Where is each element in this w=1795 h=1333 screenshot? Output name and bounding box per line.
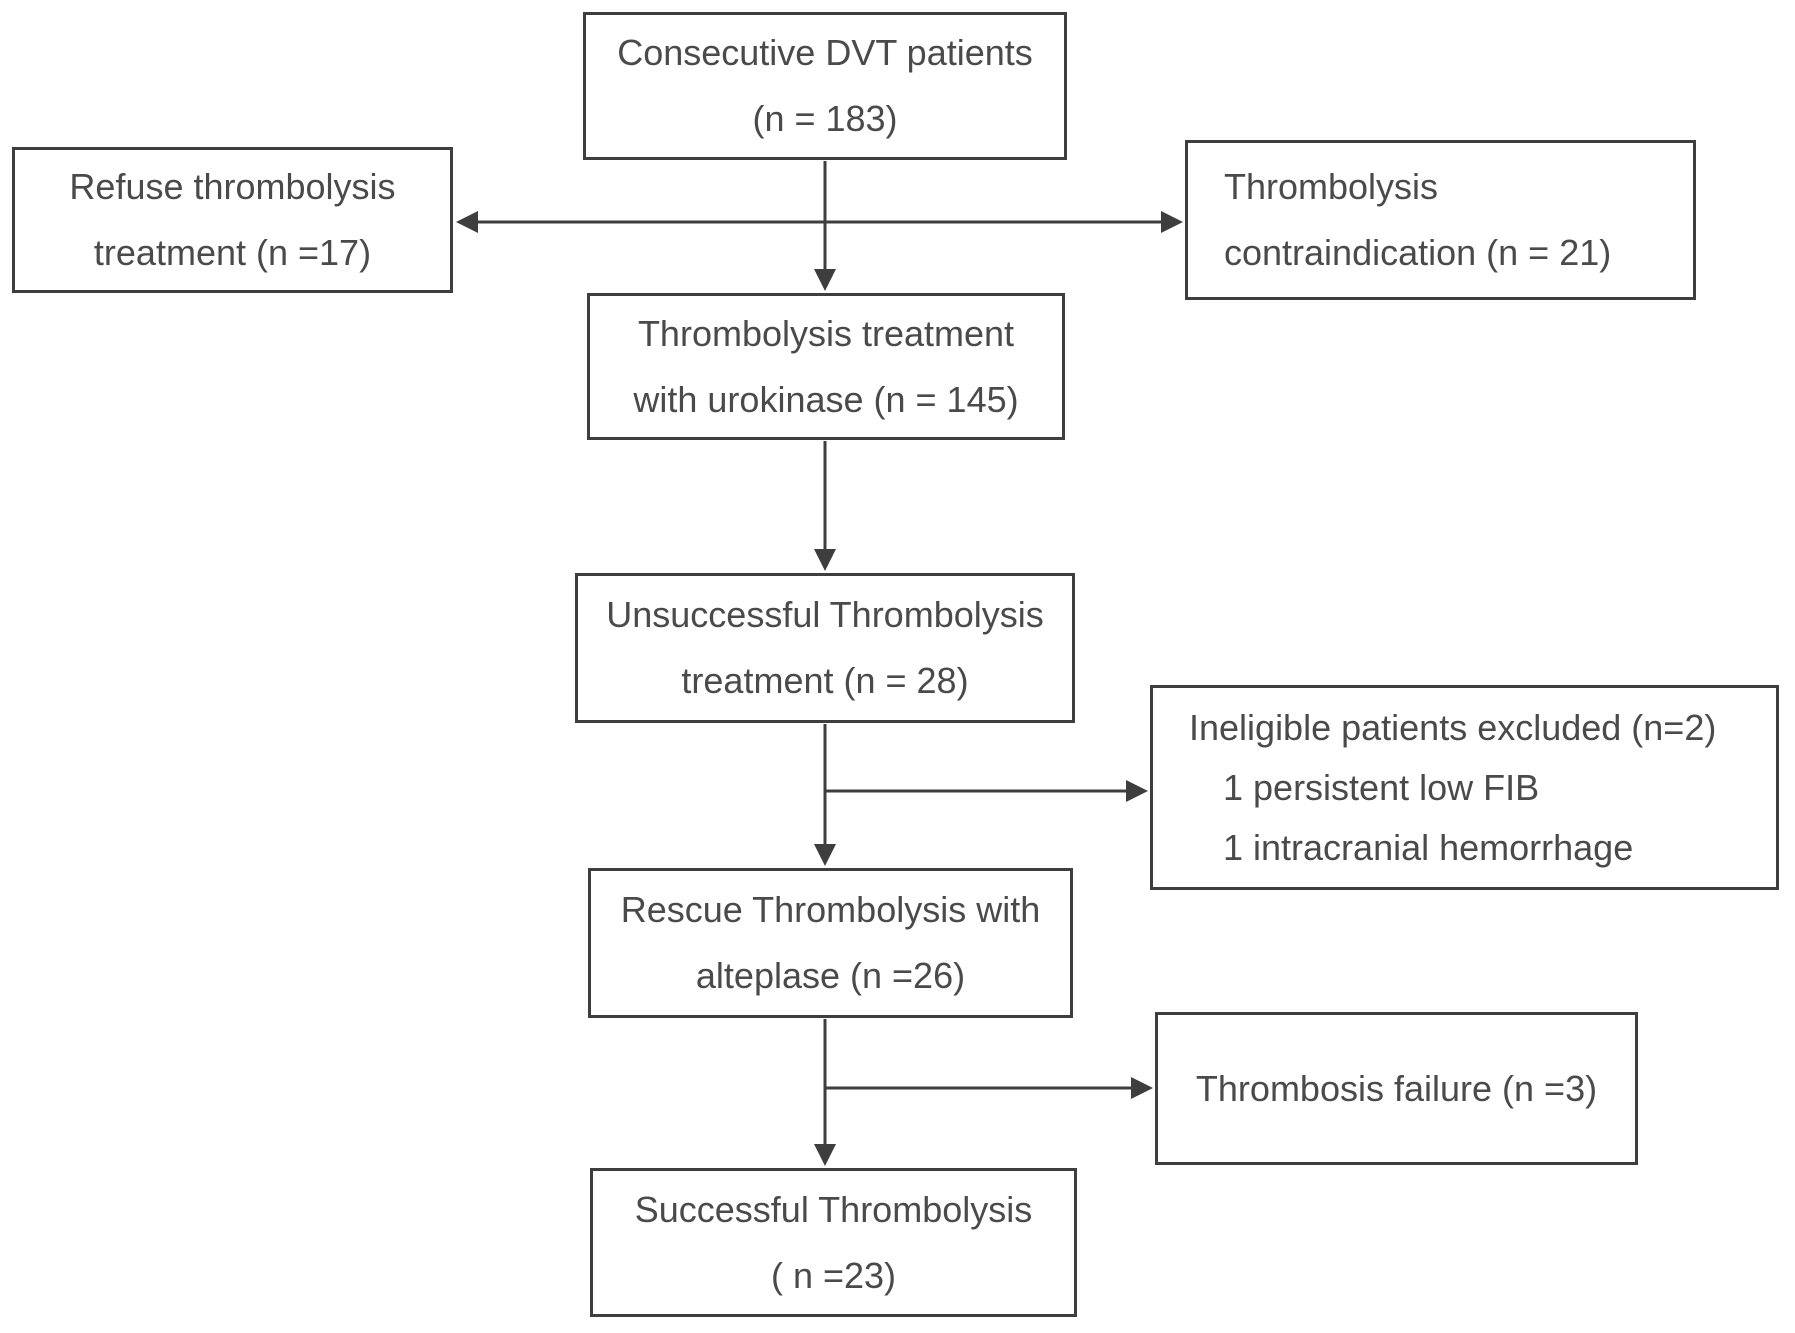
box-text-line: Consecutive DVT patients: [617, 32, 1033, 73]
box-text-line: ( n =23): [770, 1254, 897, 1296]
box-text-line: 1 intracranial hemorrhage: [1223, 826, 1634, 868]
box-text-line: Ineligible patients excluded (n=2): [1189, 706, 1717, 748]
box-text-line: treatment (n = 28): [681, 660, 969, 701]
flow-box-thrombosis-failure: Thrombosis failure (n =3): [1155, 1012, 1638, 1165]
flow-box-refuse-thrombolysis: Refuse thrombolysis treatment (n =17): [12, 147, 453, 293]
flow-box-consecutive-dvt-patients: Consecutive DVT patients (n = 183): [583, 12, 1067, 160]
box-text-line: Unsuccessful Thrombolysis: [606, 594, 1044, 635]
box-text-line: Refuse thrombolysis: [69, 166, 396, 207]
box-text-line: 1 persistent low FIB: [1223, 766, 1540, 808]
box-text-line: Thrombosis failure (n =3): [1195, 1067, 1598, 1109]
box-text-line: alteplase (n =26): [695, 955, 966, 996]
flow-box-rescue-thrombolysis-alteplase: Rescue Thrombolysis with alteplase (n =2…: [588, 868, 1073, 1018]
box-text-line: treatment (n =17): [93, 232, 372, 273]
arrow-urokinase-to-unsuccessful: [814, 441, 836, 571]
flow-box-thrombolysis-urokinase: Thrombolysis treatment with urokinase (n…: [587, 293, 1065, 440]
box-text-line: Rescue Thrombolysis with: [620, 889, 1041, 930]
flow-box-thrombolysis-contraindication: Thrombolysis contraindication (n = 21): [1185, 140, 1696, 300]
box-text-line: with urokinase (n = 145): [633, 378, 1019, 420]
box-text-line: (n = 183): [752, 98, 898, 139]
arrow-consecutive-to-refuse-and-contraindication: [456, 211, 1183, 233]
arrow-unsuccessful-to-rescue: [814, 724, 836, 866]
flow-box-successful-thrombolysis: Successful Thrombolysis ( n =23): [590, 1168, 1077, 1317]
arrow-rescue-to-failure: [825, 1077, 1153, 1099]
box-text-line: Successful Thrombolysis: [634, 1188, 1033, 1230]
arrow-unsuccessful-to-ineligible: [825, 780, 1148, 802]
flow-box-unsuccessful-thrombolysis: Unsuccessful Thrombolysis treatment (n =…: [575, 573, 1075, 723]
box-text-line: contraindication (n = 21): [1224, 232, 1612, 273]
arrow-consecutive-to-urokinase: [814, 161, 836, 291]
arrow-rescue-to-successful: [814, 1019, 836, 1166]
box-text-line: Thrombolysis: [1224, 166, 1439, 207]
box-text-line: Thrombolysis treatment: [637, 312, 1015, 354]
flow-box-ineligible-patients-excluded: Ineligible patients excluded (n=2) 1 per…: [1150, 685, 1779, 890]
